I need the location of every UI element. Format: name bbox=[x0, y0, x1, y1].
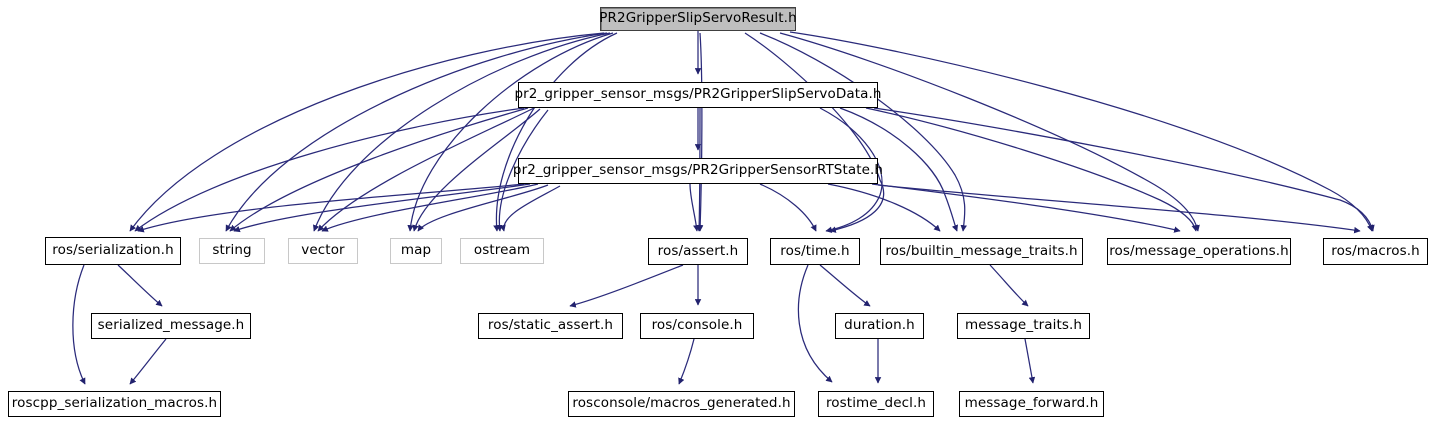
node-label-roscppmac: roscpp_serialization_macros.h bbox=[11, 395, 218, 412]
node-msgfwd[interactable]: message_forward.h bbox=[959, 391, 1104, 417]
edge-slipdata-to-vector bbox=[317, 107, 535, 232]
node-label-staticassert: ros/static_assert.h bbox=[487, 317, 614, 334]
node-label-vector: vector bbox=[301, 242, 345, 259]
node-label-msgtraits: message_traits.h bbox=[964, 317, 1083, 334]
edge-slipdata-to-serial bbox=[134, 107, 525, 232]
edge-serial-to-serialmsg bbox=[117, 264, 163, 307]
node-label-string: string bbox=[212, 242, 252, 259]
edge-slipdata-to-time bbox=[819, 107, 883, 233]
node-label-map: map bbox=[400, 242, 432, 259]
node-rtstate[interactable]: pr2_gripper_sensor_msgs/PR2GripperSensor… bbox=[513, 158, 883, 184]
edge-rtstate-to-time bbox=[759, 183, 817, 232]
node-label-rtstate: pr2_gripper_sensor_msgs/PR2GripperSensor… bbox=[512, 162, 884, 179]
edge-slipdata-to-macros bbox=[873, 107, 1375, 232]
edge-root-to-msgops bbox=[779, 32, 1200, 232]
edge-root-to-assert bbox=[696, 32, 704, 232]
node-rostime[interactable]: rostime_decl.h bbox=[818, 391, 934, 417]
edge-time-to-duration bbox=[819, 264, 871, 307]
edge-serial-to-roscppmac bbox=[72, 264, 86, 385]
edge-slipdata-to-string bbox=[229, 107, 529, 232]
node-label-ostream: ostream bbox=[473, 242, 531, 259]
edge-root-to-serial bbox=[129, 32, 605, 232]
edge-root-to-ostream bbox=[493, 32, 618, 232]
edge-root-to-string bbox=[225, 32, 608, 232]
node-root[interactable]: PR2GripperSlipServoResult.h bbox=[599, 7, 797, 31]
node-label-msgops: ros/message_operations.h bbox=[1109, 242, 1289, 259]
node-label-console: ros/console.h bbox=[651, 317, 743, 334]
node-msgtraits[interactable]: message_traits.h bbox=[957, 313, 1090, 339]
node-assert[interactable]: ros/assert.h bbox=[648, 238, 748, 265]
node-rosconsole[interactable]: rosconsole/macros_generated.h bbox=[568, 391, 795, 417]
node-slipdata[interactable]: pr2_gripper_sensor_msgs/PR2GripperSlipSe… bbox=[514, 82, 881, 108]
edge-serialmsg-to-roscppmac bbox=[129, 338, 167, 385]
edge-rtstate-to-ostream bbox=[499, 185, 561, 232]
edge-rtstate-to-map bbox=[417, 184, 549, 232]
node-vector[interactable]: vector bbox=[288, 238, 358, 264]
node-duration[interactable]: duration.h bbox=[835, 313, 924, 339]
edge-console-to-rosconsole bbox=[678, 338, 695, 385]
node-string[interactable]: string bbox=[199, 238, 265, 264]
node-ostream[interactable]: ostream bbox=[460, 238, 544, 264]
edge-rtstate-to-builtin bbox=[827, 183, 941, 232]
edge-builtin-to-msgtraits bbox=[989, 264, 1029, 307]
node-label-assert: ros/assert.h bbox=[657, 242, 739, 259]
edge-rtstate-to-macros bbox=[877, 184, 1361, 234]
node-map[interactable]: map bbox=[390, 238, 442, 264]
edge-root-to-time bbox=[744, 32, 885, 233]
edge-rtstate-to-string bbox=[233, 183, 531, 233]
node-label-rostime: rostime_decl.h bbox=[825, 395, 927, 412]
edge-slipdata-to-builtin bbox=[839, 107, 958, 232]
node-builtin[interactable]: ros/builtin_message_traits.h bbox=[880, 238, 1083, 265]
edge-rtstate-to-assert bbox=[689, 183, 700, 232]
node-label-serialmsg: serialized_message.h bbox=[97, 317, 245, 334]
node-label-rosconsole: rosconsole/macros_generated.h bbox=[572, 395, 791, 412]
edge-msgtraits-to-msgfwd bbox=[1024, 338, 1036, 384]
node-label-macros: ros/macros.h bbox=[1331, 242, 1420, 259]
node-serialmsg[interactable]: serialized_message.h bbox=[91, 313, 251, 339]
edge-root-to-builtin bbox=[759, 32, 967, 232]
edges-group bbox=[72, 31, 1375, 385]
node-msgops[interactable]: ros/message_operations.h bbox=[1107, 238, 1291, 265]
node-label-serial: ros/serialization.h bbox=[52, 242, 174, 259]
edge-slipdata-to-msgops bbox=[865, 107, 1198, 232]
edge-root-to-vector bbox=[313, 32, 611, 232]
edge-slipdata-to-map bbox=[412, 108, 541, 232]
edge-assert-to-staticassert bbox=[569, 264, 684, 308]
edge-time-to-rostime bbox=[797, 264, 833, 383]
node-label-builtin: ros/builtin_message_traits.h bbox=[885, 242, 1078, 259]
edge-slipdata-to-ostream bbox=[495, 109, 549, 232]
node-label-duration: duration.h bbox=[844, 317, 915, 334]
node-label-msgfwd: message_forward.h bbox=[964, 395, 1099, 412]
node-staticassert[interactable]: ros/static_assert.h bbox=[478, 313, 623, 339]
node-macros[interactable]: ros/macros.h bbox=[1323, 238, 1428, 265]
node-time[interactable]: ros/time.h bbox=[770, 238, 860, 265]
node-label-time: ros/time.h bbox=[780, 242, 850, 259]
edge-rtstate-to-serial bbox=[137, 183, 525, 233]
node-label-slipdata: pr2_gripper_sensor_msgs/PR2GripperSlipSe… bbox=[514, 86, 882, 103]
node-serial[interactable]: ros/serialization.h bbox=[45, 237, 181, 265]
node-roscppmac[interactable]: roscpp_serialization_macros.h bbox=[8, 391, 221, 417]
node-console[interactable]: ros/console.h bbox=[640, 313, 754, 339]
edge-rtstate-to-vector bbox=[321, 183, 539, 232]
node-label-root: PR2GripperSlipServoResult.h bbox=[599, 10, 797, 27]
